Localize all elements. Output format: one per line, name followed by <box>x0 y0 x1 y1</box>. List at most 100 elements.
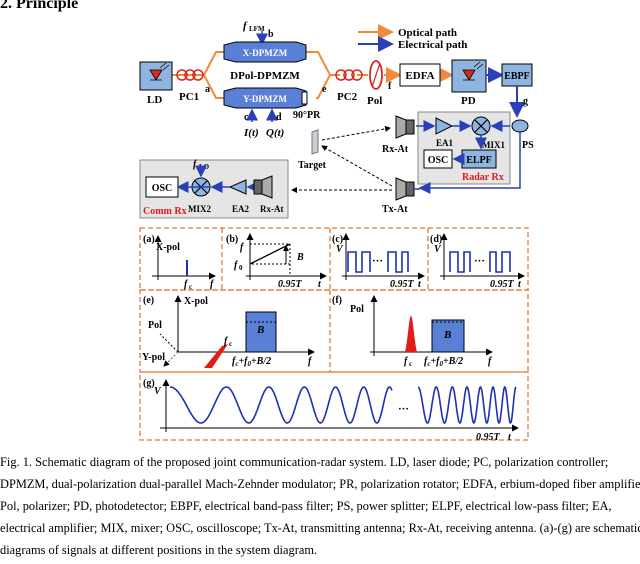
caption-line: electrical amplifier; MIX, mixer; OSC, o… <box>0 521 640 535</box>
panel-g-xlabel: t <box>508 432 512 443</box>
panel-d-dots: ··· <box>474 255 485 267</box>
point-f: f <box>388 81 392 92</box>
flo-label: f <box>193 159 198 170</box>
ea2-label: EA2 <box>232 204 250 214</box>
comm-rx: Comm Rx OSC MIX2 f LO EA2 Rx-At <box>139 159 289 219</box>
signal-panels: (a) X-pol f c f (b) B f f 0 0.95T t <box>139 227 529 443</box>
panel-c-ylabel: V <box>336 244 344 255</box>
panel-f-fc: f <box>404 356 409 367</box>
panel-d-tag: (d) <box>430 234 442 245</box>
panel-e-xtick: fc+f0+B/2 <box>232 356 271 368</box>
panel-e-pol: Pol <box>148 320 162 331</box>
system-figure: Optical path Electrical path LD PC1 a f … <box>139 20 534 443</box>
panel-d-xtick: 0.95T <box>490 279 515 290</box>
panel-a-xlabel: f <box>210 279 215 290</box>
panel-b-tag: (b) <box>226 234 238 245</box>
panel-b-ylabel: f <box>240 242 245 253</box>
panel-a: (a) X-pol f c f <box>143 234 216 291</box>
x-dpmzm-label: X-DPMZM <box>243 48 288 58</box>
panel-c-xlabel: t <box>418 279 422 290</box>
ps-label: PS <box>522 140 534 151</box>
panel-e: (e) B f c X-pol Pol Y-pol fc+f0+B/2 f <box>142 295 315 368</box>
caption-line: Fig. 1. Schematic diagram of the propose… <box>0 455 609 469</box>
pr-label: 90°PR <box>293 110 321 121</box>
ebpf-label: EBPF <box>504 71 530 82</box>
ebpf: EBPF g <box>486 63 533 118</box>
panel-f: (f) B Pol f c fc+f0+B/2 f <box>332 295 493 368</box>
radar-rx-label: Radar Rx <box>462 172 504 183</box>
panel-e-fc: f <box>224 336 229 347</box>
panel-e-tag: (e) <box>143 295 154 306</box>
panel-e-xlabel: f <box>308 356 313 367</box>
target: Target <box>291 125 393 193</box>
panel-b-xtick: 0.95T <box>278 279 303 290</box>
point-g: g <box>523 96 528 107</box>
svg-text:fc+f0+B/2: fc+f0+B/2 <box>232 356 271 368</box>
panel-a-xtick: f <box>184 279 189 290</box>
panel-g-wave-1 <box>169 386 393 424</box>
pd-label: PD <box>461 95 476 107</box>
caption-line: diagrams of signals at different positio… <box>0 543 318 557</box>
point-e: e <box>322 84 327 95</box>
panel-b-y0-sub: 0 <box>239 264 243 272</box>
panel-c-xtick: 0.95T <box>390 279 415 290</box>
panel-d: (d) ··· V 0.95T t <box>430 233 525 290</box>
elpf-label: ELPF <box>466 155 492 166</box>
point-c: c <box>244 112 249 123</box>
radar-rx: Radar Rx EA1 MIX1 OSC ELPF <box>416 111 511 185</box>
flo-sub: LO <box>199 163 210 171</box>
x-dpmzm <box>223 41 307 63</box>
panel-c-dots: ··· <box>372 255 383 267</box>
panel-f-tag: (f) <box>332 295 342 306</box>
optical-paths <box>172 51 454 99</box>
edfa-label: EDFA <box>405 70 434 82</box>
electrical-legend-label: Electrical path <box>398 39 467 51</box>
pc1: PC1 a <box>176 69 210 103</box>
panel-e-xpol: X-pol <box>184 296 208 307</box>
ld-label: LD <box>147 94 162 106</box>
laser-diode: LD <box>139 61 173 106</box>
osc1-label: OSC <box>428 155 449 166</box>
figure-caption: Fig. 1. Schematic diagram of the propose… <box>0 451 640 561</box>
panel-g-tag: (g) <box>143 378 155 389</box>
panel-c-tag: (c) <box>332 234 343 245</box>
tx-at-label: Tx-At <box>382 204 408 215</box>
osc2-label: OSC <box>152 183 173 194</box>
panel-a-ylabel: X-pol <box>156 242 180 253</box>
point-d: d <box>276 112 282 123</box>
panel-e-bw: B <box>256 324 264 336</box>
it-label: I(t) <box>243 127 259 139</box>
panel-f-bw: B <box>443 329 451 341</box>
panel-e-ypol: Y-pol <box>142 352 165 363</box>
mix1-label: MIX1 <box>482 140 505 150</box>
caption-line: DPMZM, dual-polarization dual-parallel M… <box>0 477 640 491</box>
pol-label: Pol <box>367 95 382 107</box>
panel-d-ylabel: V <box>434 244 442 255</box>
panel-d-xlabel: t <box>518 279 522 290</box>
target-label: Target <box>298 160 327 171</box>
caption-line: Pol, polarizer; PD, photodetector; EBPF,… <box>0 499 612 513</box>
pc2-label: PC2 <box>337 91 358 103</box>
comm-rx-label: Comm Rx <box>143 206 187 217</box>
dpol-label: DPol-DPMZM <box>230 70 300 82</box>
flfm-sub: LFM <box>249 25 265 33</box>
point-b: b <box>268 29 274 40</box>
y-dpmzm-label: Y-DPMZM <box>243 94 287 104</box>
point-a: a <box>205 84 210 95</box>
dpol-dpmzm: f LFM b X-DPMZM DPol-DPMZM Y-DPMZM 90°PR… <box>223 20 327 139</box>
panel-g-wave-2 <box>417 385 517 425</box>
qt-label: Q(t) <box>266 127 284 139</box>
panel-g-xtick: 0.95T <box>476 432 501 443</box>
panel-b-bw: B <box>296 252 304 263</box>
polarizer: Pol f <box>367 60 392 107</box>
panel-c: (c) ··· V 0.95T t <box>332 233 425 290</box>
y-dpmzm <box>223 87 307 109</box>
edfa: EDFA <box>399 63 441 87</box>
legend: Optical path Electrical path <box>358 24 467 52</box>
comm-rx-at-label: Rx-At <box>260 204 284 214</box>
rx-at-label: Rx-At <box>382 144 409 155</box>
panel-b-y0: f <box>234 260 239 271</box>
power-splitter: PS <box>418 119 534 194</box>
panel-e-fc-sub: c <box>229 340 232 348</box>
panel-g: (g) ··· V 0.95T t <box>143 378 519 443</box>
